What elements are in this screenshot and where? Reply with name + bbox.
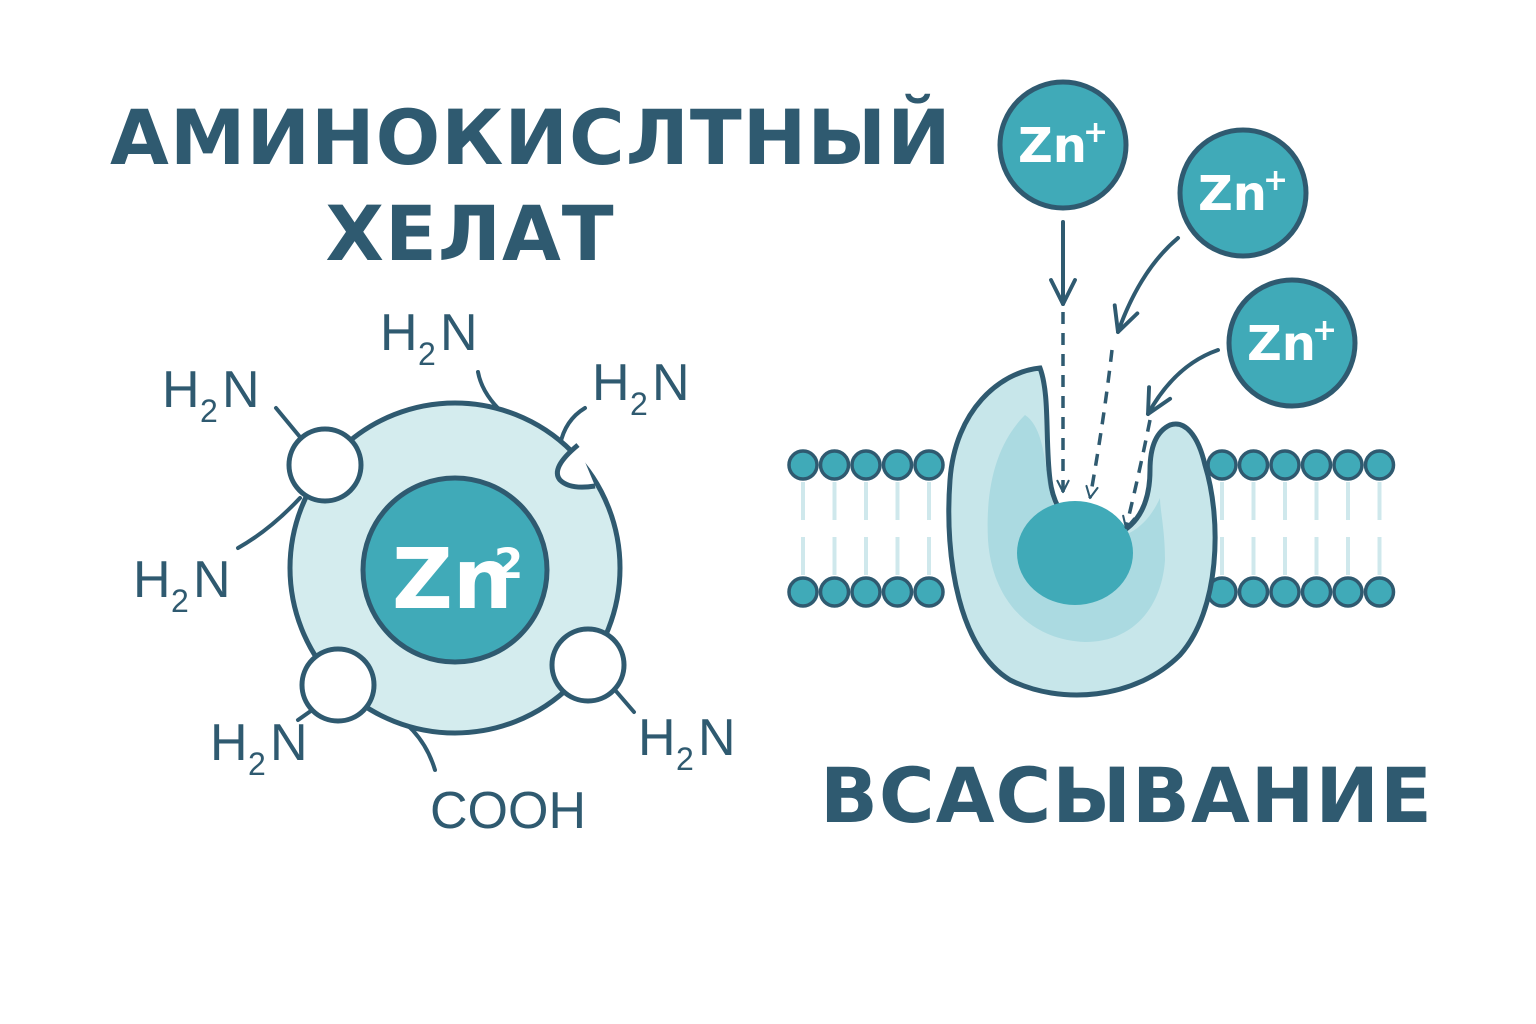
ligand-node [299,646,377,724]
chelate-diagram: Zn 2 H 2 N H 2 N H 2 N H 2 N [133,304,736,840]
amine-label: H 2 N [638,709,736,777]
lipid-head [1269,576,1301,608]
zinc-ion: Zn + [997,79,1129,211]
zinc-ion: Zn + [1226,277,1358,409]
svg-text:H: H [380,304,418,362]
ligand-node [549,626,627,704]
svg-text:2: 2 [676,741,694,777]
lipid-head [1300,449,1333,481]
lipid-head [787,449,819,481]
lipid-head [1206,449,1238,481]
lipid-head [1237,449,1270,481]
svg-text:2: 2 [171,583,189,619]
svg-text:N: N [193,551,231,609]
lipid-head [1332,449,1364,481]
lipid-head [1332,576,1364,608]
entry-arrows [1049,220,1220,416]
svg-text:2: 2 [248,746,266,782]
binding-site [1017,501,1133,605]
svg-text:H: H [638,709,676,767]
lipid-head [1363,576,1396,608]
bond-line [274,406,302,439]
amine-label: H 2 N [380,304,478,372]
svg-text:Zn: Zn [1198,166,1267,222]
ligand-node-notch [554,443,596,490]
dashed-arrow [1122,419,1152,530]
lipid-head [850,449,882,481]
svg-text:N: N [270,714,308,772]
membrane-bilayer [787,449,1396,608]
svg-text:2: 2 [630,386,648,422]
dashed-arrow [1085,349,1114,500]
lipid-head [818,449,851,481]
dashed-paths [1056,312,1152,530]
svg-text:Zn: Zn [1018,118,1087,174]
svg-text:2: 2 [200,393,218,429]
svg-text:H: H [133,551,171,609]
page-title: АМИНОКИСЛТНЫЙ ХЕЛАТ [110,90,952,282]
bond-line [558,406,587,447]
lipid-head [913,576,945,608]
svg-text:Zn: Zn [1247,316,1316,372]
title-line-2: ХЕЛАТ [325,189,615,278]
absorption-title: ВСАСЫВАНИЕ [820,751,1433,840]
svg-text:N: N [698,709,736,767]
svg-text:N: N [652,354,690,412]
amine-label: H 2 N [592,354,690,422]
amine-label: H 2 N [210,714,308,782]
arrow [1146,348,1220,416]
arrow [1112,236,1180,334]
lipid-head [1237,576,1270,608]
zinc-core-symbol: Zn [392,530,513,628]
zinc-ion: Zn + [1177,127,1309,259]
lipid-head [850,576,882,608]
lipid-head [1300,576,1333,608]
lipid-head [881,576,914,608]
svg-text:+: + [1312,313,1337,348]
zinc-core [360,475,550,665]
title-line-1: АМИНОКИСЛТНЫЙ [110,93,952,182]
lipid-head [787,576,819,608]
svg-text:N: N [440,304,478,362]
membrane-tails [801,482,1382,575]
amine-label: H 2 N [162,361,260,429]
svg-text:+: + [1263,163,1288,198]
svg-text:H: H [210,714,248,772]
svg-text:H: H [592,354,630,412]
ligand-node [286,426,364,504]
svg-text:2: 2 [418,336,436,372]
lipid-head [1363,449,1396,481]
lipid-head [881,449,914,481]
bond-line [236,496,302,550]
amine-label: H 2 N [133,551,231,619]
carboxyl-label: COOH [430,782,586,840]
lipid-head [818,576,851,608]
svg-text:+: + [1083,115,1108,150]
absorption-diagram: Zn + Zn + Zn + [787,79,1396,698]
zinc-core-charge: 2 [494,539,523,588]
bond-line [613,688,636,714]
svg-text:H: H [162,361,200,419]
lipid-head [913,449,945,481]
transporter-protein [946,365,1218,698]
lipid-head [1269,449,1301,481]
svg-text:N: N [222,361,260,419]
